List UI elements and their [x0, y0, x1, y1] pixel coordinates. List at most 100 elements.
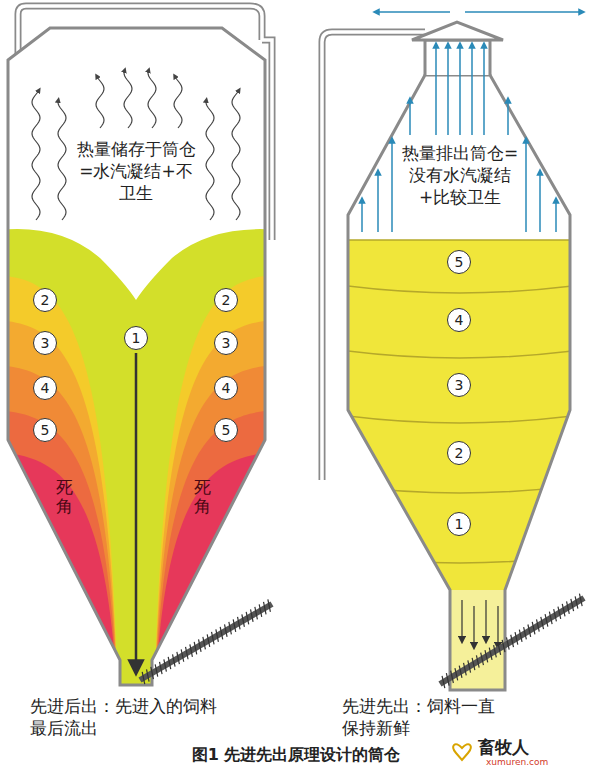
feed-band: [154, 410, 277, 720]
auger-flight: [147, 669, 150, 681]
auger-flight: [177, 652, 180, 664]
heat-arrow: [525, 140, 527, 232]
vapour-arrow: [58, 100, 66, 220]
auger-flight: [212, 632, 215, 644]
feed-band: [0, 275, 118, 720]
vent-hood: [425, 40, 490, 75]
heat-arrow: [377, 172, 379, 232]
auger-flight: [173, 654, 176, 666]
auger-flight: [259, 604, 262, 616]
vapour-arrow: [96, 76, 104, 128]
auger-flight: [554, 609, 557, 621]
callout-number: 4: [222, 381, 231, 395]
auger-flight: [506, 637, 509, 649]
auger-flight: [562, 604, 565, 616]
auger-flight: [575, 596, 578, 608]
layer-number-circle: 1: [447, 512, 471, 536]
auger-flight: [528, 624, 531, 636]
auger-flight: [558, 607, 561, 619]
auger-flight: [549, 612, 552, 624]
layer-number-circle: 5: [214, 418, 238, 442]
auger-flight: [498, 642, 501, 654]
heat-arrow: [507, 100, 509, 135]
auger-flight: [446, 673, 449, 685]
flow-arrow: [461, 600, 462, 640]
auger-flight: [511, 635, 514, 647]
layer-number-circle: 2: [33, 288, 57, 312]
heat-arrow: [555, 200, 557, 232]
layer-number-circle: 5: [33, 418, 57, 442]
heat-arrow: [361, 200, 363, 232]
layer-number-circle: 4: [33, 376, 57, 400]
layer-number-circle: 1: [124, 326, 148, 350]
heat-arrow: [471, 45, 473, 135]
auger-flight: [502, 640, 505, 652]
auger-flight: [233, 619, 236, 631]
auger-flight: [524, 627, 527, 639]
feed-band: [340, 240, 580, 592]
auger-flight: [190, 644, 193, 656]
callout-number: 3: [222, 336, 231, 350]
auger-flight: [459, 666, 462, 678]
layer-number-circle: 3: [33, 331, 57, 355]
heat-arrow: [391, 140, 393, 232]
watermark-url: xumuren.com: [486, 757, 548, 769]
exhaust-arrow: [465, 11, 582, 13]
auger-shaft: [440, 598, 584, 684]
auger-flight: [532, 622, 535, 634]
auger-flight: [571, 599, 574, 611]
auger-flight: [242, 614, 245, 626]
auger-flight: [515, 632, 518, 644]
watermark-logo: [453, 744, 470, 760]
auger-flight: [472, 658, 475, 670]
layer-line: [340, 415, 580, 423]
vapour-arrow: [232, 90, 240, 220]
silo-outline: [348, 75, 570, 690]
auger-screw: [140, 594, 584, 688]
callout-number: 5: [41, 423, 50, 437]
auger-flight: [464, 663, 467, 675]
callout-number: 3: [455, 378, 464, 392]
auger-flight: [194, 642, 197, 654]
layer-number-circle: 3: [447, 373, 471, 397]
auger-flight: [246, 612, 249, 624]
auger-flight: [164, 659, 167, 671]
callout-number: 2: [455, 446, 464, 460]
feed-band: [154, 275, 277, 720]
heat-arrow: [409, 100, 411, 135]
auger-flight: [251, 609, 254, 621]
auger-flight: [142, 672, 145, 684]
heat-arrow: [447, 45, 449, 135]
auger-flight: [451, 671, 454, 683]
layer-number-circle: 3: [214, 331, 238, 355]
callout-number: 5: [455, 255, 464, 269]
layer-number-circle: 4: [447, 308, 471, 332]
feed-band: [154, 365, 277, 720]
auger-flight: [567, 601, 570, 613]
auger-flight: [151, 667, 154, 679]
figure-caption: 图1 先进先出原理设计的筒仓: [192, 745, 401, 766]
auger-flight: [255, 607, 258, 619]
flow-note: 先进后出：先进入的饲料最后流出: [30, 695, 230, 739]
flow-note: 先进先出：饲料一直保持新鲜: [342, 695, 507, 739]
auger-flight: [199, 639, 202, 651]
auger-shaft: [140, 604, 272, 680]
auger-flight: [225, 624, 228, 636]
heat-arrow: [435, 45, 437, 135]
auger-flight: [229, 622, 232, 634]
vapour-arrow: [148, 70, 156, 128]
layer-line: [340, 555, 580, 563]
auger-flight: [485, 650, 488, 662]
auger-flight: [468, 660, 471, 672]
auger-flight: [203, 637, 206, 649]
auger-flight: [155, 664, 158, 676]
callout-number: 3: [41, 336, 50, 350]
vapour-arrow: [206, 100, 214, 220]
auger-flight: [494, 645, 497, 657]
callout-number: 1: [455, 517, 464, 531]
layer-number-circle: 2: [447, 441, 471, 465]
callout-number: 1: [132, 331, 141, 345]
auger-flight: [207, 634, 210, 646]
heat-arrows: [362, 45, 556, 232]
layer-number-circle: 5: [447, 250, 471, 274]
